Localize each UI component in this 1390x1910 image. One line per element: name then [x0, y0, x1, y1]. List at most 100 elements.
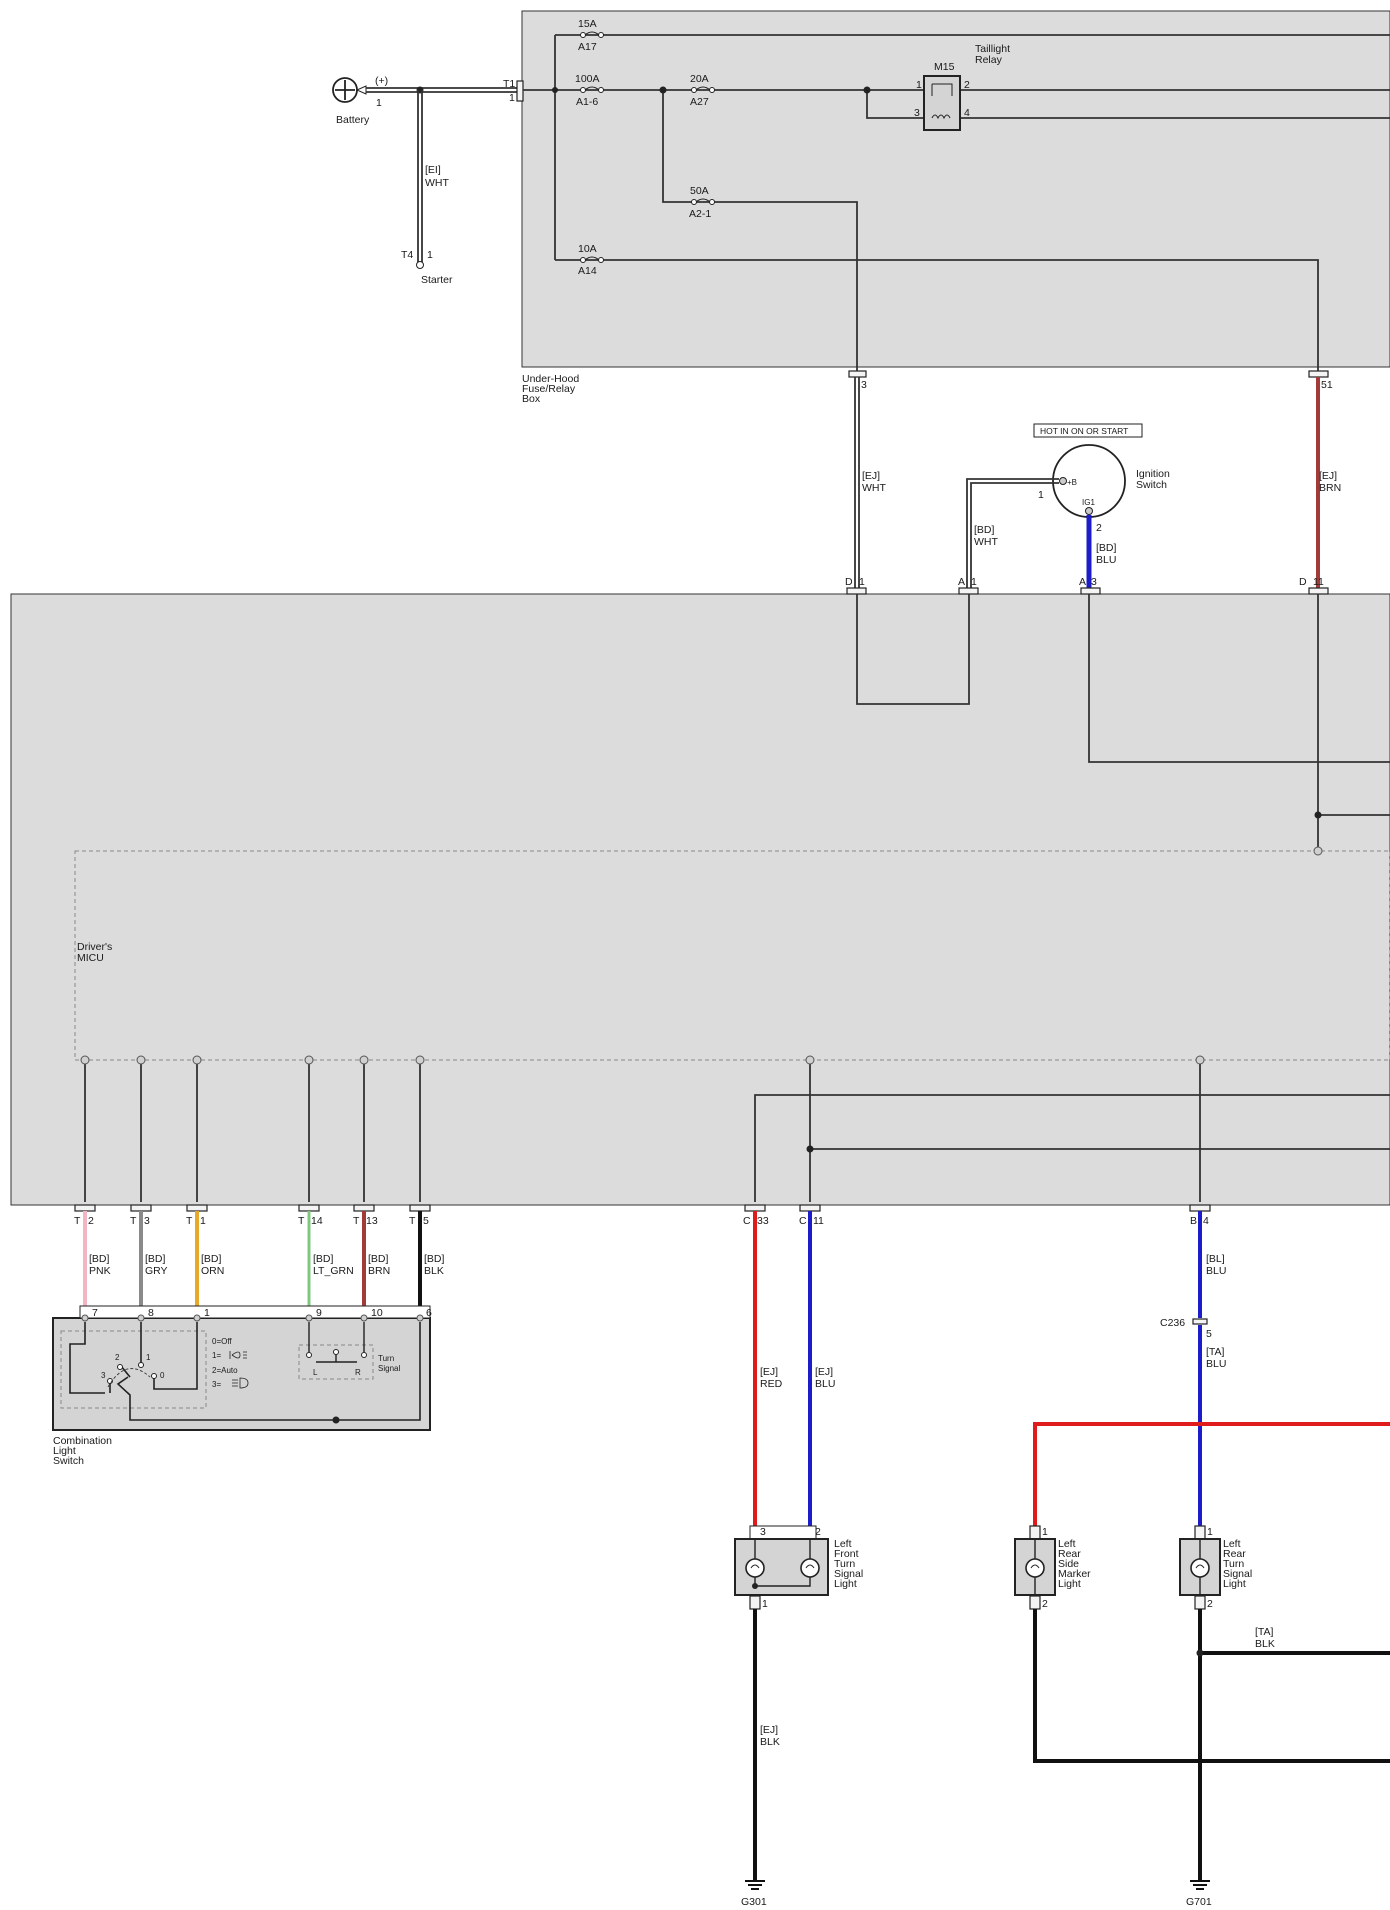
turn-signal-label-line2: Signal [378, 1364, 400, 1373]
wire-bd-wht-harness: [BD] [974, 524, 995, 536]
front-turn-bulb-icons [745, 1539, 820, 1589]
wire-ej-red-color: RED [760, 1378, 783, 1390]
front-turn-label-line3: Turn [834, 1558, 855, 1570]
wire-ej-brn-harness: [EJ] [1319, 470, 1337, 482]
relay-label-line2: Relay [975, 54, 1003, 66]
battery-polarity: (+) [375, 75, 388, 87]
micu-bot-conn-b4-letter: B [1190, 1215, 1197, 1227]
fuse-a1-6-rating: 100A [575, 73, 600, 85]
ignition-pin-2: 2 [1096, 522, 1102, 534]
under-hood-box-label-line1: Under-Hood [522, 373, 579, 385]
micu-bot-conn-t3-pin: 3 [144, 1215, 150, 1227]
micu-top-connectors [846, 587, 1329, 595]
starter-terminal-icon [416, 261, 424, 269]
dial-number-1: 1 [146, 1353, 151, 1362]
wire-lt-grn-color: LT_GRN [313, 1265, 354, 1277]
side-marker-label-line1: Left [1058, 1538, 1076, 1550]
light-switch-section [60, 1330, 207, 1409]
micu-top-conn-d11-pin: 11 [1313, 576, 1324, 588]
under-hood-fuse-relay-box [521, 10, 1390, 368]
wire-ej-blu-color: BLU [815, 1378, 835, 1390]
dial-number-3: 3 [101, 1371, 106, 1380]
micu-top-conn-a3-pin: 3 [1091, 576, 1097, 588]
rear-turn-label-line4: Signal [1223, 1568, 1252, 1580]
combination-switch-wires [83, 1211, 422, 1310]
battery-pin: 1 [376, 97, 382, 109]
micu-bottom-connectors [74, 1204, 1211, 1212]
switch-pin-8: 8 [148, 1307, 154, 1319]
fuse-a14-rating: 10A [578, 243, 597, 255]
taillight-relay [923, 75, 961, 131]
micu-bot-conn-t3-letter: T [130, 1215, 137, 1227]
wire-orn-color: ORN [201, 1265, 224, 1277]
t1-connector [516, 80, 524, 102]
ground-g301-icon [745, 1880, 765, 1890]
relay-pin-2: 2 [964, 79, 970, 91]
micu-bot-conn-t13-pin: 13 [366, 1215, 378, 1227]
relay-pin-4: 4 [964, 107, 970, 119]
wire-blk-color: BLK [424, 1265, 444, 1277]
turn-position-l: L [313, 1368, 318, 1377]
fuse-a2-1-id: A2-1 [689, 208, 711, 220]
wire-ej-blk-harness: [EJ] [760, 1724, 778, 1736]
micu-inner-terminals [80, 846, 1323, 1065]
wire-ej-wht-color: WHT [862, 482, 886, 494]
switch-position-off: 0=Off [212, 1337, 232, 1346]
battery-label: Battery [336, 114, 370, 126]
under-hood-box-label-line2: Fuse/Relay [522, 383, 576, 395]
wire-pnk-harness: [BD] [89, 1253, 110, 1265]
rear-turn-connector-top [1194, 1525, 1206, 1540]
micu-top-conn-a3-letter: A [1079, 576, 1086, 588]
switch-pin-7: 7 [92, 1307, 98, 1319]
relay-pin-3: 3 [914, 107, 920, 119]
side-marker-connector-top [1029, 1525, 1041, 1540]
micu-bot-conn-c33-pin: 33 [757, 1215, 769, 1227]
starter-wire-color: WHT [425, 177, 449, 189]
combination-switch-connector [79, 1305, 431, 1319]
ignition-terminal-b: +B [1067, 478, 1077, 487]
micu-top-conn-d11-letter: D [1299, 576, 1307, 588]
micu-bot-conn-c11-letter: C [799, 1215, 807, 1227]
c236-pin: 5 [1206, 1328, 1212, 1340]
switch-pin-1: 1 [204, 1307, 210, 1319]
front-light-ground-connector [749, 1595, 761, 1610]
side-marker-pin-1: 1 [1042, 1526, 1048, 1538]
battery-wire [366, 87, 520, 93]
wire-ej-red-harness: [EJ] [760, 1366, 778, 1378]
rear-turn-label-line2: Rear [1223, 1548, 1246, 1560]
wire-pnk-color: PNK [89, 1265, 111, 1277]
micu-label-line1: Driver's [77, 941, 112, 953]
hot-in-on-or-start-label: HOT IN ON OR START [1040, 426, 1128, 436]
switch-pin-10: 10 [371, 1307, 383, 1319]
front-turn-label-line4: Signal [834, 1568, 863, 1580]
light-switch-dial-icon [69, 1322, 421, 1421]
side-marker-label-line4: Marker [1058, 1568, 1091, 1580]
combination-light-switch [52, 1317, 431, 1431]
fuse-a14-id: A14 [578, 265, 597, 277]
turn-signal-switch-icon [306, 1322, 367, 1363]
rear-turn-label-line1: Left [1223, 1538, 1241, 1550]
rear-turn-pin-2: 2 [1207, 1598, 1213, 1610]
micu-inner-boundary [74, 850, 1390, 1061]
combination-switch-label-line1: Combination [53, 1435, 112, 1447]
relay-pin-1: 1 [916, 79, 922, 91]
wire-blk-harness: [BD] [424, 1253, 445, 1265]
wire-ej-blk-color: BLK [760, 1736, 780, 1748]
wire-gry-harness: [BD] [145, 1253, 166, 1265]
wire-ta-blu-harness: [TA] [1206, 1346, 1225, 1358]
box-output-connector-3 [848, 370, 867, 378]
relay-coil-icon [931, 83, 953, 120]
micu-internal-wiring [84, 594, 1390, 1202]
wire-red-side-marker [1033, 1422, 1390, 1528]
front-turn-label-line2: Front [834, 1548, 859, 1560]
micu-top-conn-d1-letter: D [845, 576, 853, 588]
starter-wire-harness: [EI] [425, 164, 441, 176]
headlight-icon [232, 1377, 249, 1389]
fuse-a17-icon [580, 31, 604, 38]
micu-top-conn-a1-letter: A [958, 576, 965, 588]
c236-connector [1192, 1318, 1208, 1325]
fuse-a14-icon [580, 256, 604, 263]
ignition-terminal-ig1: IG1 [1082, 498, 1095, 507]
fuse-a27-icon [691, 86, 715, 93]
wire-ta-blk-harness: [TA] [1255, 1626, 1274, 1638]
